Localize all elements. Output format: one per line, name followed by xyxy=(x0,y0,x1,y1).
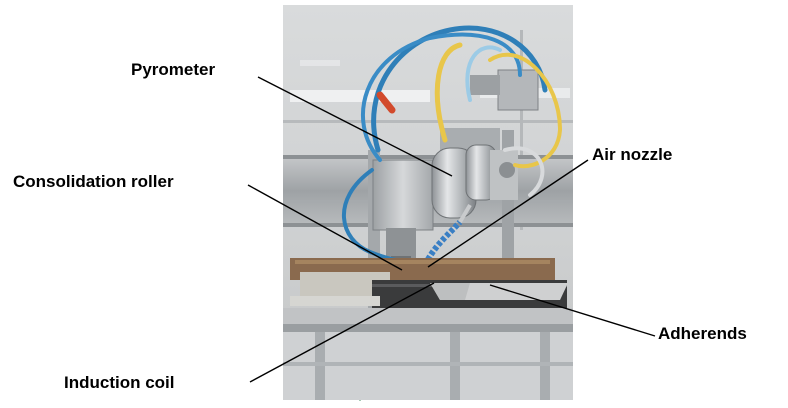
pyrometer-head xyxy=(431,128,518,219)
label-air-nozzle: Air nozzle xyxy=(592,145,673,164)
leader-lines xyxy=(247,76,656,383)
air-nozzle-hose xyxy=(422,203,472,267)
label-pyrometer: Pyrometer xyxy=(131,60,216,79)
cables xyxy=(342,25,563,401)
adherends-stack xyxy=(290,280,568,308)
leader-pyrometer xyxy=(257,76,453,177)
label-adherends: Adherends xyxy=(658,324,747,343)
leader-induction-coil xyxy=(249,282,435,383)
label-consolidation-roller: Consolidation roller xyxy=(13,172,174,191)
leader-adherends xyxy=(489,284,656,337)
leader-consolidation-roller xyxy=(247,184,403,271)
label-induction-coil: Induction coil xyxy=(64,373,175,392)
leader-air-nozzle xyxy=(427,159,589,268)
base-frame xyxy=(283,308,573,400)
top-bracket xyxy=(470,69,539,111)
